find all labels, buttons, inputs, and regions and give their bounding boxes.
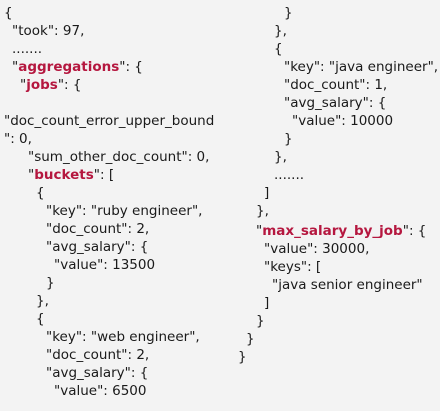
json-line: "avg_salary": { [46,365,149,381]
json-line: }, [36,293,49,309]
json-line: "doc_count": 2, [46,221,150,237]
json-line: } [284,5,293,21]
json-line: "avg_salary": { [46,239,149,255]
json-line: }, [274,23,287,39]
json-line: "java senior engineer" [272,277,423,293]
json-line: ": 0, [4,131,32,147]
json-line: { [274,41,283,57]
highlighted-key: aggregations [18,59,120,75]
json-line-jobs: "jobs": { [20,77,82,93]
json-line: "key": "web engineer", [46,329,200,345]
json-line: { [36,185,45,201]
highlighted-key: jobs [26,77,58,93]
json-line: "value": 30000, [264,241,370,257]
json-line: "doc_count_error_upper_bound [4,113,215,129]
json-line: } [284,131,293,147]
json-line: { [36,311,45,327]
json-line: "value": 10000 [292,113,394,129]
json-line: ....... [274,167,305,183]
json-line-buckets: "buckets": [ [28,167,115,183]
json-line: ....... [12,41,43,57]
json-line: } [246,331,255,347]
json-line: "took": 97, [12,23,85,39]
json-line: ] [264,295,270,311]
json-line-aggregations: "aggregations": { [12,59,143,75]
json-line: "keys": [ [264,259,322,275]
json-line: "key": "java engineer", [284,59,439,75]
json-line: } [238,349,247,365]
json-line: "avg_salary": { [284,95,387,111]
json-line: ] [264,185,270,201]
json-line: "sum_other_doc_count": 0, [28,149,210,165]
json-line: "key": "ruby engineer", [46,203,203,219]
json-line: "doc_count": 2, [46,347,150,363]
json-line: }, [256,203,269,219]
json-line: { [4,5,13,21]
json-line: "doc_count": 1, [284,77,388,93]
json-line: "value": 6500 [54,383,147,399]
highlighted-key: buckets [34,167,94,183]
json-line: } [256,313,265,329]
json-line: "value": 13500 [54,257,156,273]
json-line: }, [274,149,287,165]
json-line: } [46,275,55,291]
json-line-max-salary-by-job: "max_salary_by_job": { [256,223,427,239]
highlighted-key: max_salary_by_job [262,223,403,239]
